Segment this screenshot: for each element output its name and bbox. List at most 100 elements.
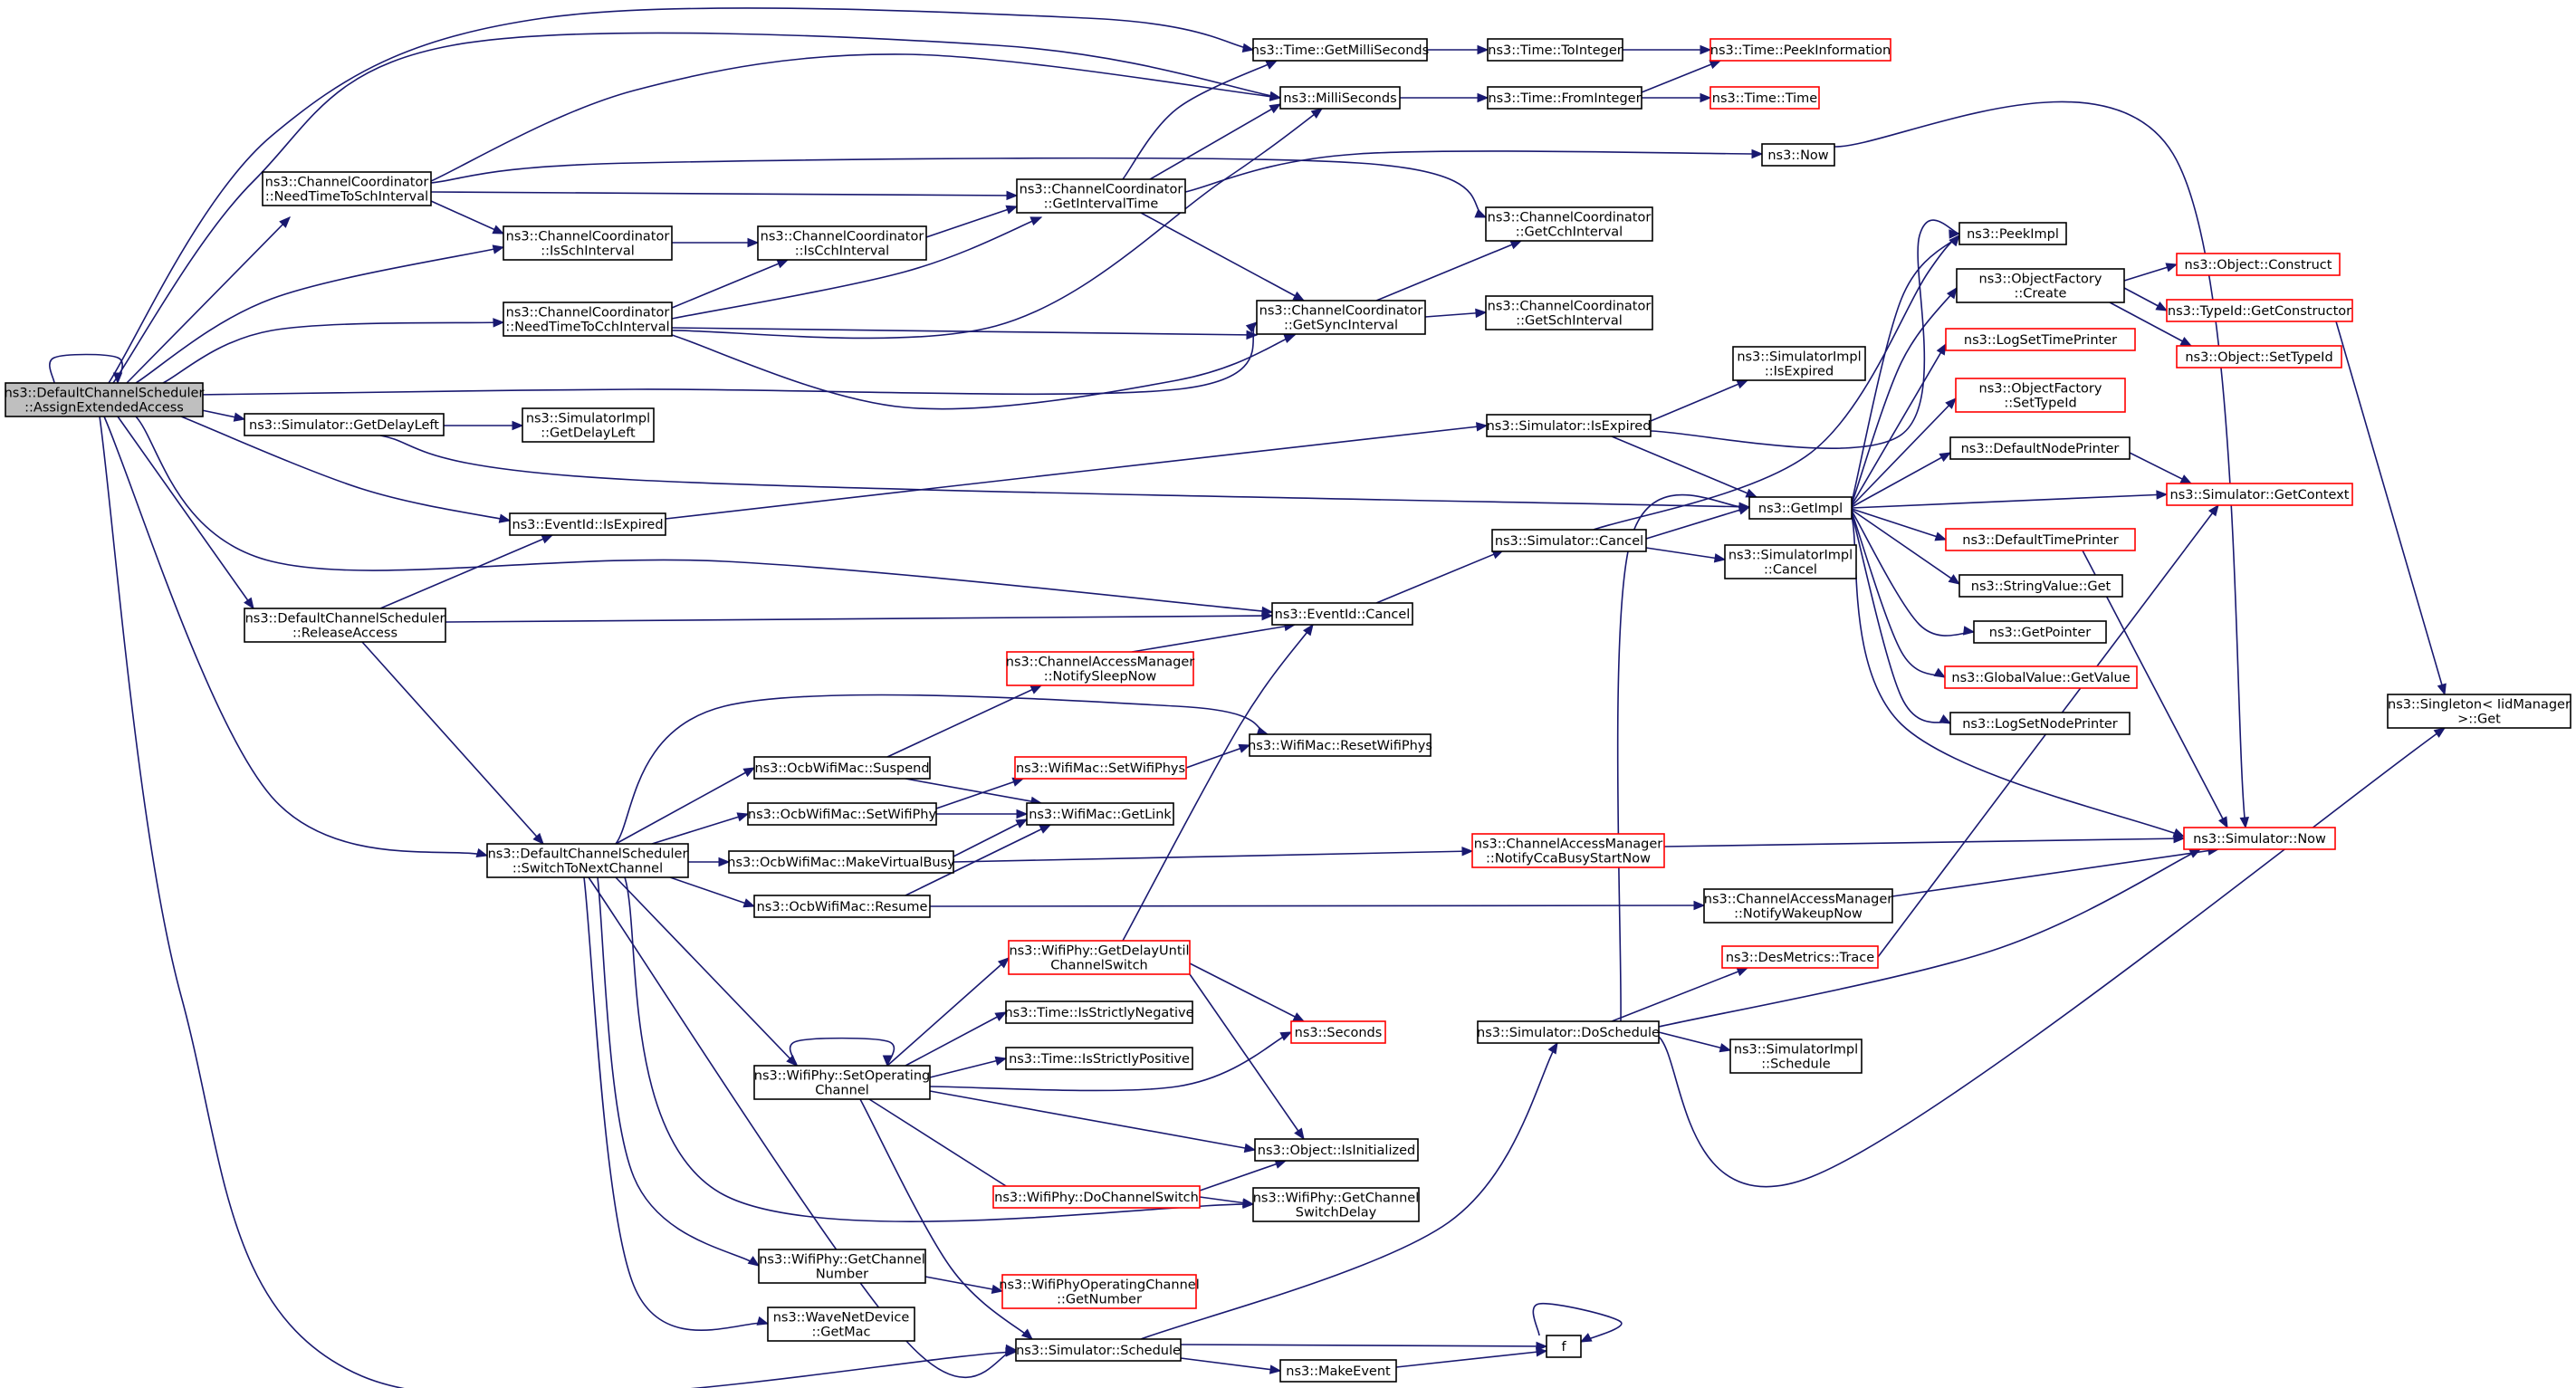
node-siSchedule[interactable]: ns3::SimulatorImpl::Schedule — [1729, 1039, 1863, 1074]
node-assign[interactable]: ns3::DefaultChannelScheduler::AssignExte… — [5, 382, 205, 417]
node-getPointer[interactable]: ns3::GetPointer — [1973, 620, 2107, 644]
edge-simSchedule-to-f — [1180, 1341, 1548, 1352]
edge-needCch-to-getIntervalTime — [671, 216, 1043, 320]
node-simSchedule[interactable]: ns3::Simulator::Schedule — [1015, 1338, 1182, 1362]
node-getIntervalTime[interactable]: ns3::ChannelCoordinator::GetIntervalTime — [1016, 178, 1186, 214]
edge-switchNext-to-phyGetNumber — [597, 876, 761, 1267]
node-now[interactable]: ns3::Now — [1761, 143, 1835, 167]
node-isNeg[interactable]: ns3::Time::IsStrictlyNegative — [1004, 1000, 1194, 1024]
node-isPos[interactable]: ns3::Time::IsStrictlyPositive — [1005, 1047, 1193, 1070]
node-needSch[interactable]: ns3::ChannelCoordinator::NeedTimeToSchIn… — [262, 171, 432, 206]
node-eventCancel[interactable]: ns3::EventId::Cancel — [1271, 602, 1413, 626]
node-f[interactable]: f — [1546, 1335, 1582, 1358]
node-objSetType[interactable]: ns3::Object::SetTypeId — [2176, 345, 2342, 369]
edge-getImpl-to-peekImpl — [1851, 235, 1960, 503]
node-simGetContext[interactable]: ns3::Simulator::GetContext — [2166, 483, 2353, 506]
node-peekInfo[interactable]: ns3::Time::PeekInformation — [1709, 38, 1891, 62]
node-getImpl[interactable]: ns3::GetImpl — [1748, 496, 1853, 520]
node-defNodePrinter[interactable]: ns3::DefaultNodePrinter — [1949, 436, 2131, 460]
node-ocbBusy[interactable]: ns3::OcbWifiMac::MakeVirtualBusy — [727, 850, 955, 874]
node-box — [1485, 295, 1653, 330]
node-label: ns3::GetPointer — [1989, 626, 2092, 640]
node-timeGetMs[interactable]: ns3::Time::GetMilliSeconds — [1251, 38, 1429, 62]
edge-switchNext-to-simSchedule — [588, 876, 1018, 1378]
node-switchNext[interactable]: ns3::DefaultChannelScheduler::SwitchToNe… — [486, 843, 689, 878]
edge-phyDelaySwitch-to-seconds — [1189, 962, 1306, 1022]
node-singletonGet[interactable]: ns3::Singleton< IidManager>::Get — [2387, 694, 2571, 729]
node-label: ns3::DefaultChannelScheduler — [488, 847, 688, 862]
node-label: ns3::GlobalValue::GetValue — [1951, 671, 2130, 685]
node-desTrace[interactable]: ns3::DesMetrics::Trace — [1721, 945, 1879, 969]
node-phyDoSwitch[interactable]: ns3::WifiPhy::DoChannelSwitch — [992, 1185, 1201, 1209]
edge-switchNext-to-ocbBusy — [688, 857, 731, 867]
node-globalGet[interactable]: ns3::GlobalValue::GetValue — [1944, 665, 2138, 689]
node-objFactCreate[interactable]: ns3::ObjectFactory::Create — [1956, 268, 2125, 303]
node-getSchInt[interactable]: ns3::ChannelCoordinator::GetSchInterval — [1485, 295, 1653, 330]
node-siGetDelayLeft[interactable]: ns3::SimulatorImpl::GetDelayLeft — [522, 407, 655, 443]
node-defTimePrinter[interactable]: ns3::DefaultTimePrinter — [1945, 528, 2136, 551]
node-ocbResume[interactable]: ns3::OcbWifiMac::Resume — [753, 895, 931, 918]
node-isSch[interactable]: ns3::ChannelCoordinator::IsSchInterval — [503, 225, 673, 261]
node-ocbSuspend[interactable]: ns3::OcbWifiMac::Suspend — [753, 756, 931, 780]
node-isCch[interactable]: ns3::ChannelCoordinator::IsCchInterval — [757, 225, 927, 261]
edge-line — [361, 641, 544, 845]
node-timeToInteger[interactable]: ns3::Time::ToInteger — [1487, 38, 1623, 62]
node-logSetTime[interactable]: ns3::LogSetTimePrinter — [1945, 328, 2136, 351]
node-opChGetNumber[interactable]: ns3::WifiPhyOperatingChannel::GetNumber — [999, 1274, 1200, 1309]
edge-line — [1645, 547, 1726, 560]
node-getSync[interactable]: ns3::ChannelCoordinator::GetSyncInterval — [1256, 300, 1426, 335]
node-waveGetMac[interactable]: ns3::WaveNetDevice::GetMac — [767, 1307, 915, 1342]
arrowhead — [1939, 713, 1952, 724]
node-camWakeup[interactable]: ns3::ChannelAccessManager::NotifyWakeupN… — [1703, 888, 1893, 924]
node-typeGetCtor[interactable]: ns3::TypeId::GetConstructor — [2166, 299, 2353, 322]
node-box — [1008, 940, 1191, 975]
node-logSetNode[interactable]: ns3::LogSetNodePrinter — [1949, 712, 2131, 735]
node-eventIsExpired[interactable]: ns3::EventId::IsExpired — [509, 512, 666, 536]
node-objFactSetType[interactable]: ns3::ObjectFactory::SetTypeId — [1955, 378, 2126, 413]
edge-line — [615, 694, 1269, 845]
node-siCancel[interactable]: ns3::SimulatorImpl::Cancel — [1724, 544, 1857, 579]
node-makeEvent[interactable]: ns3::MakeEvent — [1279, 1359, 1397, 1383]
node-getDelayLeft[interactable]: ns3::Simulator::GetDelayLeft — [244, 413, 445, 436]
node-camCcaBusy[interactable]: ns3::ChannelAccessManager::NotifyCcaBusy… — [1471, 833, 1665, 868]
node-camSleep[interactable]: ns3::ChannelAccessManager::NotifySleepNo… — [1006, 651, 1195, 686]
node-box — [1546, 1335, 1582, 1358]
node-macSetPhys[interactable]: ns3::WifiMac::SetWifiPhys — [1014, 756, 1187, 780]
node-macGetLink[interactable]: ns3::WifiMac::GetLink — [1026, 802, 1174, 826]
node-strValGet[interactable]: ns3::StringValue::Get — [1958, 574, 2123, 598]
node-siIsExpired[interactable]: ns3::SimulatorImpl::IsExpired — [1732, 346, 1866, 381]
node-getCch[interactable]: ns3::ChannelCoordinator::GetCchInterval — [1485, 206, 1653, 242]
edge-assign-to-switchNext — [103, 416, 489, 858]
edge-getIntervalTime-to-ms — [1149, 103, 1282, 180]
node-seconds[interactable]: ns3::Seconds — [1290, 1020, 1386, 1044]
edge-phySetOp-to-isNeg — [905, 1011, 1008, 1067]
node-doSchedule[interactable]: ns3::Simulator::DoSchedule — [1477, 1020, 1660, 1044]
node-ocbSetPhy[interactable]: ns3::OcbWifiMac::SetWifiPhy — [747, 802, 937, 826]
edge-getImpl-to-getPointer — [1851, 510, 1976, 637]
node-box — [5, 382, 204, 417]
node-label: ns3::ChannelAccessManager — [1474, 838, 1663, 852]
node-objIsInit[interactable]: ns3::Object::IsInitialized — [1254, 1138, 1419, 1162]
node-release[interactable]: ns3::DefaultChannelScheduler::ReleaseAcc… — [244, 608, 446, 643]
node-ms[interactable]: ns3::MilliSeconds — [1279, 86, 1401, 110]
node-timeTime[interactable]: ns3::Time::Time — [1709, 86, 1820, 110]
edge-isCch-to-getIntervalTime — [925, 205, 1019, 238]
node-simNow[interactable]: ns3::Simulator::Now — [2183, 827, 2336, 850]
node-needCch[interactable]: ns3::ChannelCoordinator::NeedTimeToCchIn… — [503, 302, 673, 337]
edge-line — [624, 876, 1254, 1222]
node-timeFromInteger[interactable]: ns3::Time::FromInteger — [1487, 86, 1642, 110]
node-macResetPhys[interactable]: ns3::WifiMac::ResetWifiPhys — [1248, 733, 1432, 757]
node-simCancel[interactable]: ns3::Simulator::Cancel — [1491, 529, 1647, 552]
edge-line — [1851, 452, 1951, 508]
arrowhead — [2433, 727, 2447, 738]
edge-line — [1851, 287, 1958, 505]
arrowhead — [2179, 336, 2193, 347]
edge-release-to-switchNext — [361, 641, 544, 845]
node-simIsExpired[interactable]: ns3::Simulator::IsExpired — [1486, 414, 1652, 437]
node-objConstruct[interactable]: ns3::Object::Construct — [2176, 253, 2341, 276]
node-peekImpl[interactable]: ns3::PeekImpl — [1958, 222, 2067, 245]
